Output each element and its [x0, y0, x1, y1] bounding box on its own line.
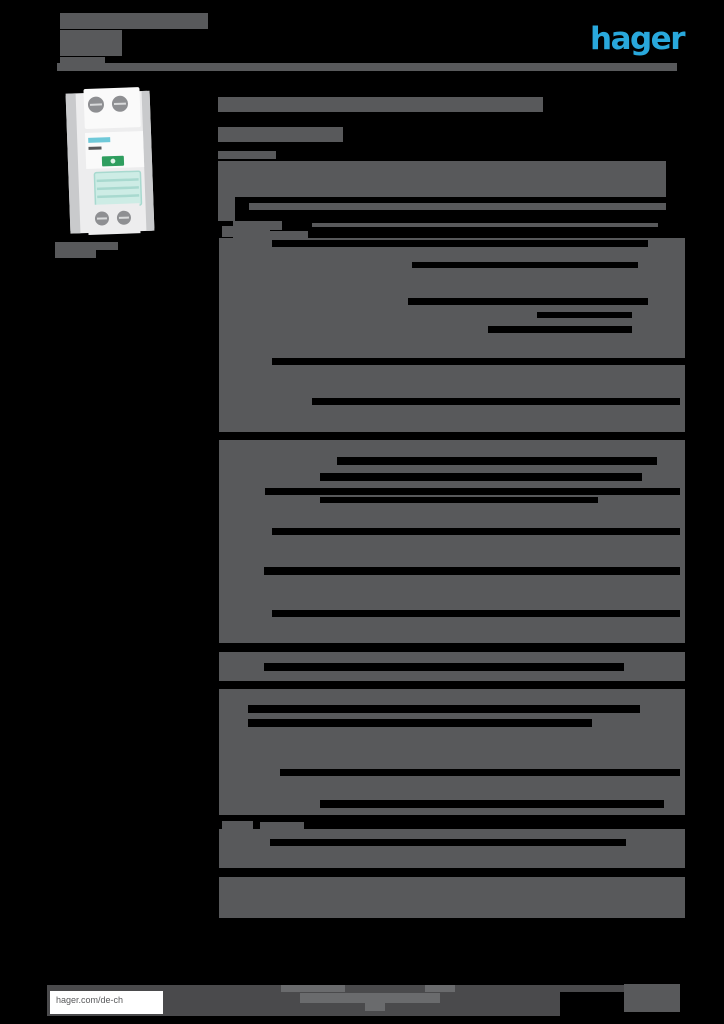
intro-line-2 [249, 203, 666, 210]
intro-line-5 [233, 231, 308, 238]
label-text-mark [88, 146, 102, 150]
row-separator [219, 681, 685, 689]
photo-caption-1 [55, 242, 96, 258]
doc-subtitle [218, 127, 343, 142]
row-separator [219, 644, 685, 652]
spec-value-bar [537, 312, 632, 318]
footer-text-fragment [281, 985, 345, 992]
row-separator [219, 432, 685, 440]
lever-ridge [96, 186, 139, 191]
breaker-right-shade [141, 90, 155, 231]
header-line-2 [60, 30, 122, 56]
spec-value-bar [280, 769, 680, 776]
indicator-dot [110, 158, 116, 164]
intro-left-strip [218, 197, 235, 221]
lever-ridge [96, 178, 139, 183]
spec-value-bar [248, 719, 592, 727]
header-line-3 [60, 57, 105, 64]
section-label-2 [222, 821, 253, 830]
product-photo [65, 87, 155, 235]
breaker-left-shade [65, 93, 81, 234]
header-rule-band [57, 63, 677, 71]
label-col-strip [219, 358, 272, 365]
row-separator [272, 610, 680, 617]
intro-line-3 [233, 221, 282, 230]
header-line-1 [60, 13, 208, 29]
label-strip [88, 137, 111, 143]
spec-value-bar [312, 398, 680, 405]
doc-title [218, 97, 543, 112]
section-label-1 [222, 226, 270, 237]
spec-value-bar [264, 663, 624, 671]
footer-url-box: hager.com/de-ch [50, 991, 163, 1014]
spec-panel-7 [219, 877, 685, 918]
row-separator [264, 567, 680, 575]
spec-value-bar [337, 457, 657, 465]
lever-ridge [97, 194, 140, 199]
footer-text-fragment [425, 985, 455, 992]
spec-value-bar [408, 298, 648, 305]
footer-text-fragment [300, 993, 440, 1003]
spec-panel-6 [219, 829, 685, 868]
bottom-terminal-block [87, 203, 141, 235]
footer-right-block [624, 984, 680, 1012]
spec-value-bar [412, 262, 638, 268]
spec-value-bar [248, 705, 640, 713]
intro-line-4 [312, 223, 658, 227]
spec-value-bar [320, 497, 598, 503]
intro-paragraph [218, 161, 666, 197]
photo-caption-2 [96, 242, 118, 250]
row-separator [272, 528, 680, 535]
footer-text-fragment [365, 1003, 385, 1011]
spec-value-bar [270, 839, 626, 846]
spec-value-bar [265, 488, 680, 495]
hager-logo: hager [590, 21, 686, 57]
spec-value-bar [488, 326, 632, 333]
spec-value-bar [320, 800, 664, 808]
spec-value-bar [272, 240, 648, 247]
row-separator [272, 868, 683, 876]
footer-bar-thin [560, 985, 680, 992]
section-label-3 [260, 822, 304, 829]
intro-label [218, 151, 276, 159]
spec-value-bar [320, 473, 642, 481]
footer-url: hager.com/de-ch [56, 995, 124, 1005]
